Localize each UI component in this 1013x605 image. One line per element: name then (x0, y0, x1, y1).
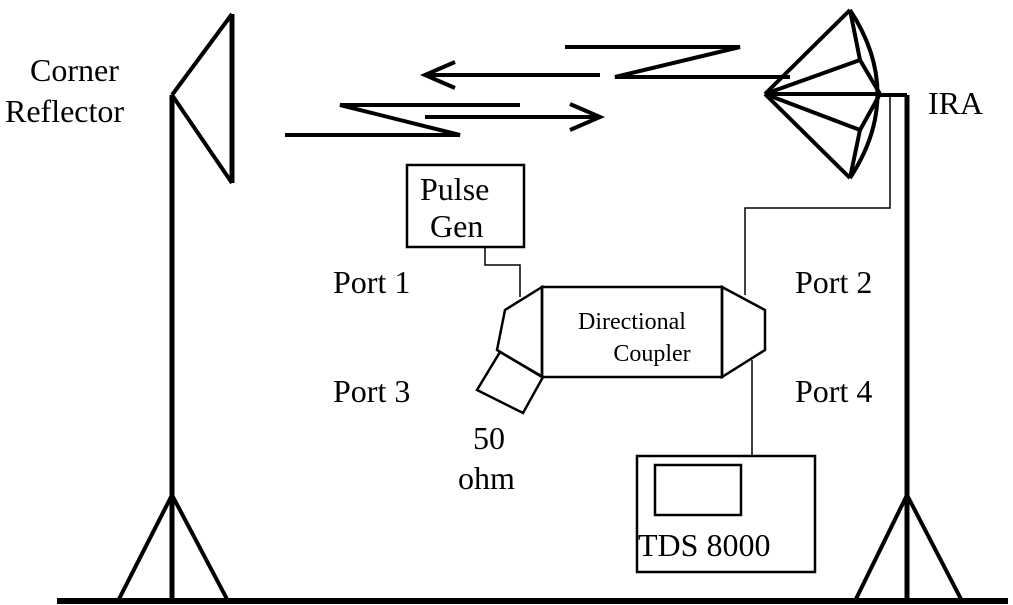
label-ira: IRA (928, 85, 984, 121)
corner-reflector (170, 12, 235, 185)
right-stand (853, 93, 964, 602)
label-port2: Port 2 (795, 264, 873, 300)
label-port3: Port 3 (333, 373, 411, 409)
propagation-arrows (419, 60, 606, 132)
pulse-zigzags (285, 45, 790, 137)
label-corner-line2: Reflector (5, 93, 125, 129)
left-stand (116, 95, 230, 602)
pulse-gen-box (405, 163, 526, 249)
label-port4: Port 4 (795, 373, 873, 409)
label-port1: Port 1 (333, 264, 411, 300)
cables (484, 95, 891, 456)
label-pulse-gen-line2: Gen (430, 208, 484, 244)
label-pulse-gen-line1: Pulse (420, 171, 490, 207)
tds-8000-scope (635, 454, 817, 574)
label-corner-line1: Corner (30, 52, 119, 88)
label-load-line2: ohm (458, 460, 515, 496)
label-coupler-line2: Coupler (613, 341, 691, 367)
ira-antenna (763, 8, 882, 180)
label-load-line1: 50 (473, 420, 505, 456)
directional-coupler (495, 284, 767, 380)
label-scope: TDS 8000 (638, 527, 771, 563)
label-coupler-line1: Directional (578, 309, 686, 335)
load-50-ohm (475, 350, 545, 415)
